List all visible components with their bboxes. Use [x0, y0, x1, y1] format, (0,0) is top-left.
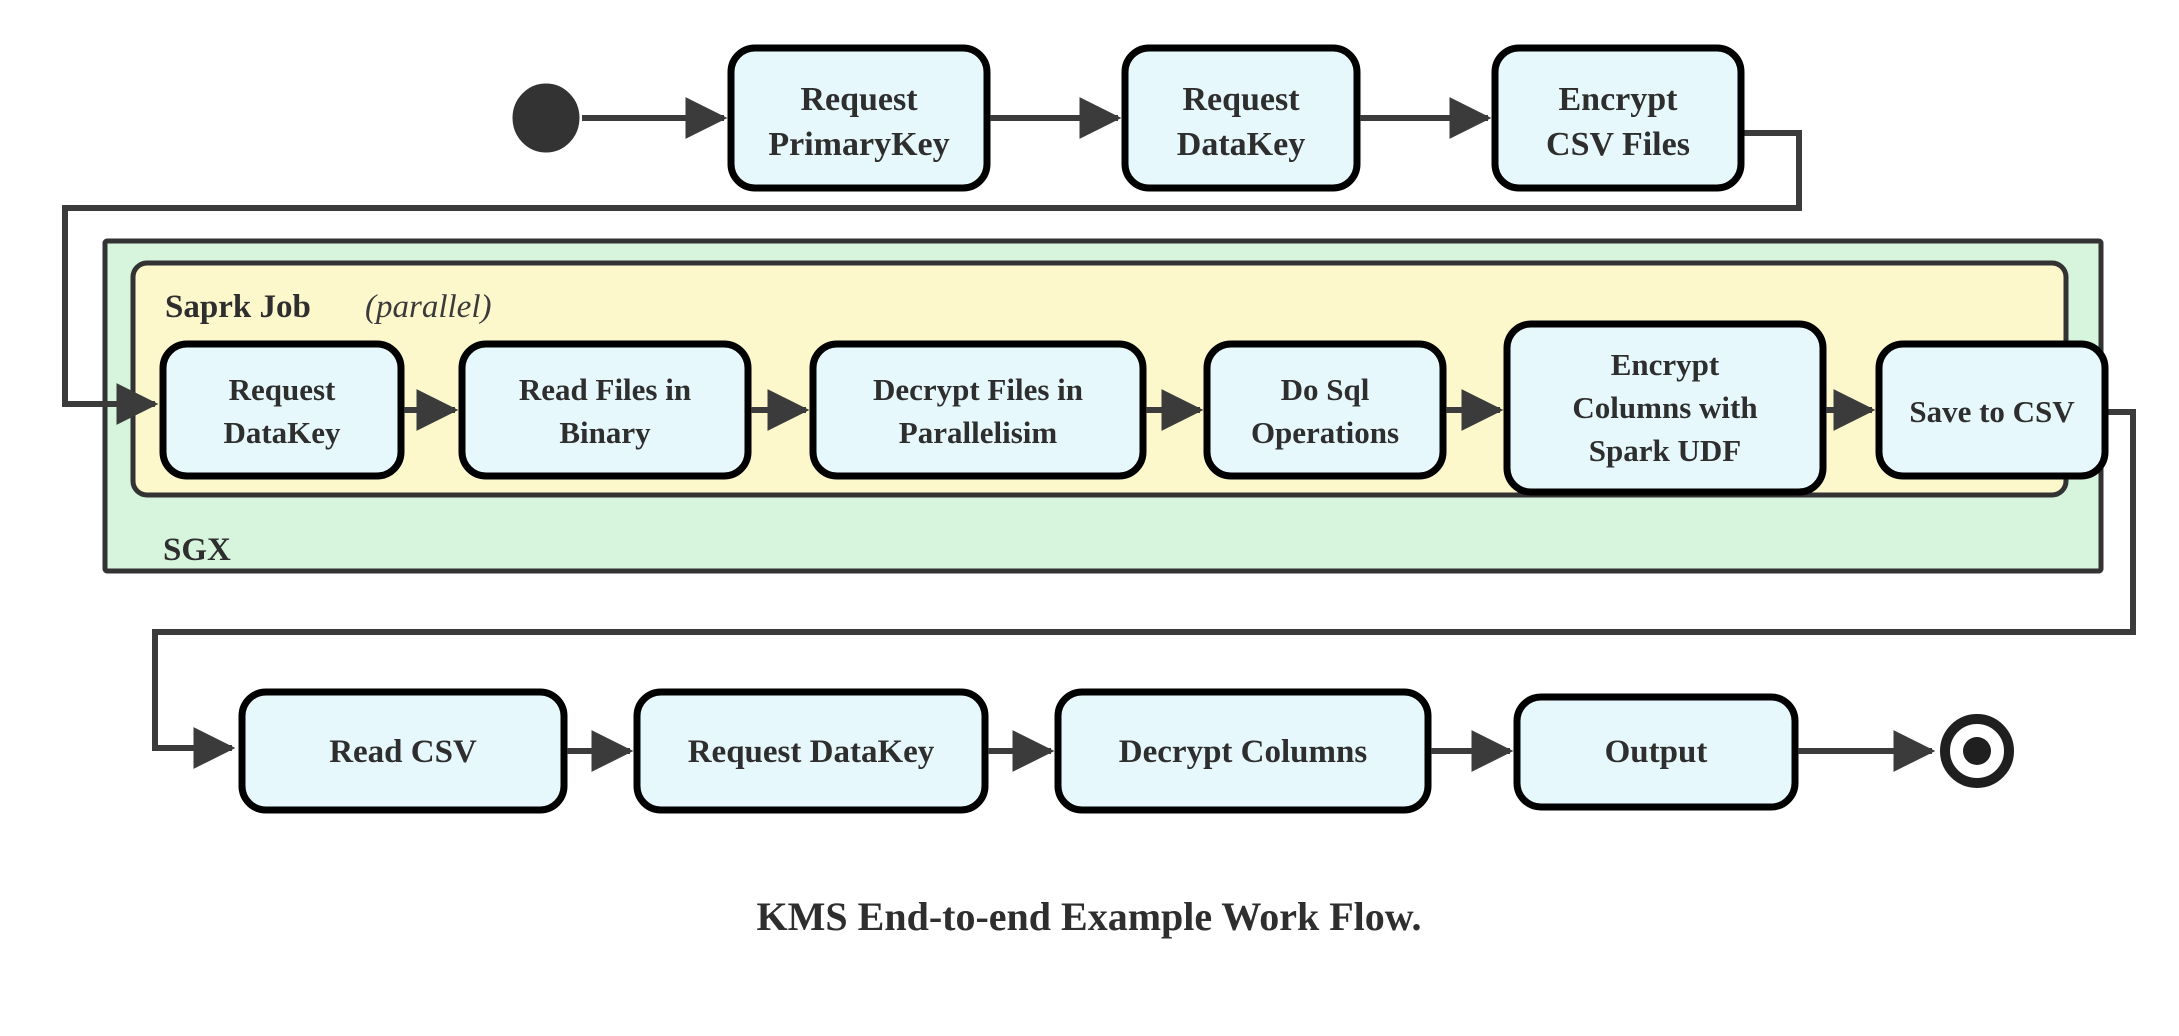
node-label-line1: Do Sql — [1281, 372, 1370, 407]
node-do-sql-operations[interactable]: Do Sql Operations — [1203, 340, 1447, 480]
node-label-line2: PrimaryKey — [768, 126, 949, 163]
node-label-line2: Columns with — [1572, 390, 1757, 425]
node-box[interactable] — [159, 340, 405, 480]
node-box[interactable] — [809, 340, 1147, 480]
node-label-line1: Request DataKey — [688, 734, 935, 770]
node-label-line2: Parallelisim — [899, 415, 1058, 450]
node-label-line1: Encrypt — [1611, 347, 1720, 382]
node-read-csv[interactable]: Read CSV — [238, 688, 568, 814]
node-label-line3: Spark UDF — [1589, 433, 1741, 468]
node-request-primarykey[interactable]: Request PrimaryKey — [727, 44, 991, 192]
node-label-line1: Request — [800, 81, 918, 118]
node-label-line1: Read CSV — [329, 734, 477, 770]
node-request-datakey-spark[interactable]: Request DataKey — [159, 340, 405, 480]
spark-job-parallel-label: (parallel) — [365, 289, 491, 325]
sgx-label: SGX — [163, 532, 231, 568]
node-label-line1: Decrypt Columns — [1119, 734, 1368, 770]
start-node — [512, 83, 580, 153]
diagram-caption: KMS End-to-end Example Work Flow. — [757, 894, 1422, 939]
node-encrypt-csv-files[interactable]: Encrypt CSV Files — [1491, 44, 1745, 192]
node-read-files-in-binary[interactable]: Read Files in Binary — [458, 340, 752, 480]
node-request-datakey-bottom[interactable]: Request DataKey — [633, 688, 989, 814]
node-decrypt-files-in-parallelisim[interactable]: Decrypt Files in Parallelisim — [809, 340, 1147, 480]
node-box[interactable] — [633, 688, 989, 814]
node-box[interactable] — [1491, 44, 1745, 192]
node-label-line2: Binary — [559, 415, 651, 450]
node-output[interactable]: Output — [1513, 693, 1799, 811]
node-box[interactable] — [1054, 688, 1432, 814]
end-node — [1940, 714, 2014, 788]
node-box[interactable] — [1875, 340, 2109, 480]
node-box[interactable] — [1203, 340, 1447, 480]
end-node-inner-dot — [1963, 737, 1991, 765]
node-box[interactable] — [238, 688, 568, 814]
node-box[interactable] — [1121, 44, 1361, 192]
node-box[interactable] — [727, 44, 991, 192]
node-label-line1: Request — [229, 372, 336, 407]
node-encrypt-columns-with-spark-udf[interactable]: Encrypt Columns with Spark UDF — [1503, 320, 1827, 496]
node-label-line2: Operations — [1251, 415, 1399, 450]
node-decrypt-columns[interactable]: Decrypt Columns — [1054, 688, 1432, 814]
node-label-line1: Decrypt Files in — [873, 372, 1083, 407]
node-box[interactable] — [458, 340, 752, 480]
node-label-line2: DataKey — [1177, 126, 1305, 163]
node-label-line1: Output — [1605, 734, 1708, 770]
node-label-line2: DataKey — [223, 415, 341, 450]
node-label-line2: CSV Files — [1546, 126, 1690, 163]
node-box[interactable] — [1503, 320, 1827, 496]
edge-encrypt-csv-to-request-datakey — [62, 130, 1802, 425]
node-label-line1: Read Files in — [519, 372, 691, 407]
node-box[interactable] — [1513, 693, 1799, 811]
node-label-line1: Encrypt — [1559, 81, 1679, 118]
node-request-datakey-top[interactable]: Request DataKey — [1121, 44, 1361, 192]
edge-save-to-csv-to-read-csv — [152, 409, 2136, 769]
node-label-line1: Request — [1182, 81, 1300, 118]
node-label-line1: Save to CSV — [1909, 394, 2075, 429]
node-save-to-csv[interactable]: Save to CSV — [1875, 340, 2109, 480]
spark-job-label: Saprk Job — [165, 289, 311, 325]
